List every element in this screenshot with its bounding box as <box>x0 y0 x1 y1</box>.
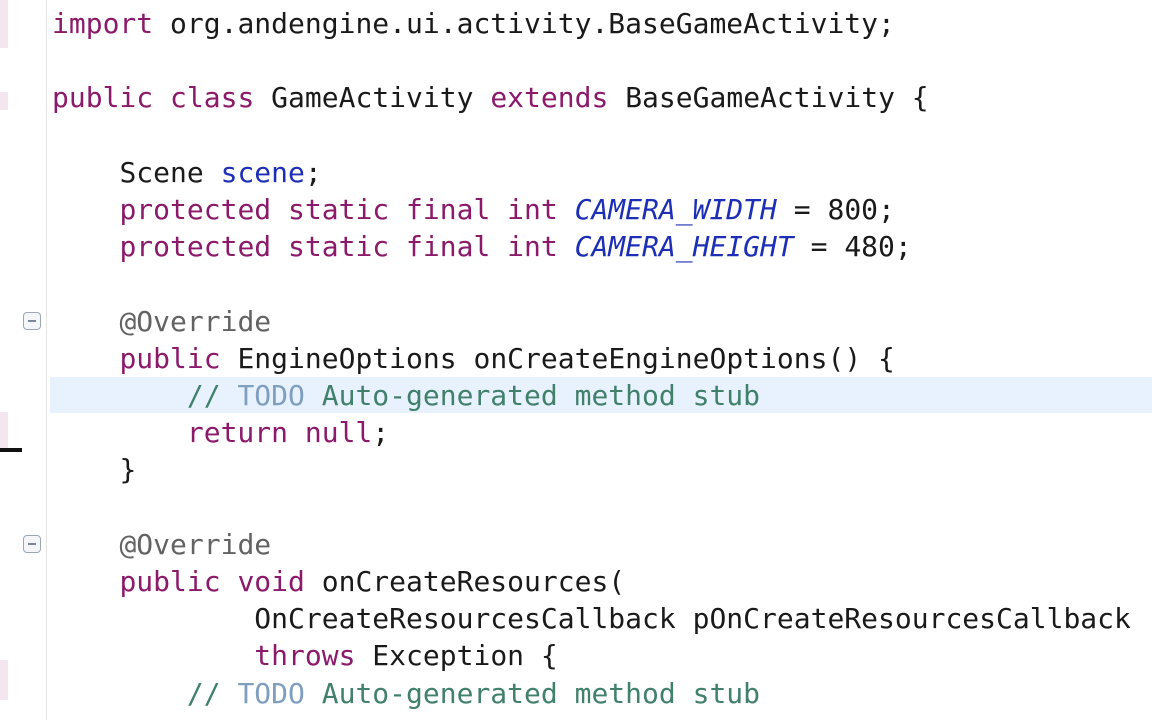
code-line[interactable]: public EngineOptions onCreateEngineOptio… <box>52 341 895 377</box>
code-line[interactable]: // TODO Auto-generated method stub <box>52 378 760 414</box>
code-token: public <box>119 341 221 375</box>
code-token: } <box>119 453 137 487</box>
code-token: onCreateResources( <box>304 565 626 598</box>
ruler-marker <box>0 660 8 700</box>
code-token: ; <box>372 416 390 450</box>
code-token: ; <box>304 155 322 189</box>
ruler-marker <box>0 92 8 110</box>
code-token: TODO <box>237 676 305 710</box>
code-token: org.andengine.ui.activity.BaseGameActivi… <box>153 7 895 40</box>
code-token: = 800; <box>776 193 895 226</box>
code-token: protected static final int <box>119 230 558 264</box>
code-token: GameActivity <box>254 81 491 115</box>
indent <box>52 230 119 263</box>
code-token: import <box>52 7 154 40</box>
code-token: CAMERA_HEIGHT <box>574 230 794 264</box>
code-token: Exception { <box>355 639 558 673</box>
code-token: = 480; <box>793 230 912 264</box>
indent <box>52 639 254 672</box>
code-token: @Override <box>119 304 272 338</box>
code-token <box>558 230 575 263</box>
editor-ruler <box>0 0 47 720</box>
indent <box>52 305 119 338</box>
indent <box>52 379 187 412</box>
code-line[interactable]: import org.andengine.ui.activity.BaseGam… <box>52 6 895 42</box>
indent <box>52 342 119 375</box>
code-token: protected static final int <box>119 193 558 226</box>
code-line[interactable]: return null; <box>52 415 389 451</box>
indent <box>52 453 119 486</box>
code-token <box>558 193 575 226</box>
code-token: // <box>186 676 238 710</box>
code-token: Auto-generated method stub <box>304 676 761 710</box>
code-token: public void <box>119 565 305 598</box>
code-token: BaseGameActivity { <box>608 81 929 115</box>
code-token: throws <box>254 639 356 673</box>
ruler-marker <box>0 412 8 448</box>
indent <box>52 677 187 710</box>
fold-icon[interactable] <box>23 535 41 553</box>
code-token: Auto-generated method stub <box>304 379 761 412</box>
code-line[interactable]: @Override <box>52 304 271 340</box>
code-line[interactable]: } <box>52 452 136 488</box>
code-line[interactable]: Scene scene; <box>52 155 322 191</box>
indent <box>52 565 119 598</box>
code-line[interactable]: public class GameActivity extends BaseGa… <box>52 80 929 116</box>
code-token <box>153 81 170 114</box>
code-token: public <box>52 81 154 115</box>
code-line[interactable]: OnCreateResourcesCallback pOnCreateResou… <box>52 601 1131 637</box>
code-line[interactable]: @Override <box>52 527 271 563</box>
indent <box>52 416 187 449</box>
indent <box>52 602 254 635</box>
code-line[interactable]: protected static final int CAMERA_WIDTH … <box>52 192 895 228</box>
code-token: class <box>170 81 255 115</box>
code-token: return null <box>186 416 373 450</box>
code-line[interactable]: // TODO Auto-generated method stub <box>52 676 760 712</box>
code-token: OnCreateResourcesCallback pOnCreateResou… <box>254 602 1131 636</box>
code-token: scene <box>220 155 305 189</box>
fold-icon[interactable] <box>23 312 41 330</box>
ruler-marker <box>0 0 8 48</box>
cursor-line-marker <box>0 448 22 452</box>
code-token: extends <box>490 81 609 115</box>
code-token: CAMERA_WIDTH <box>574 193 777 226</box>
indent <box>52 528 119 561</box>
code-token: TODO <box>237 379 305 412</box>
code-token: // <box>186 379 238 412</box>
code-token: EngineOptions onCreateEngineOptions() { <box>220 341 895 375</box>
code-line[interactable]: public void onCreateResources( <box>52 564 625 600</box>
code-token: Scene <box>119 155 221 189</box>
code-line[interactable]: protected static final int CAMERA_HEIGHT… <box>52 229 912 265</box>
indent <box>52 156 119 189</box>
current-line-highlight <box>50 377 1152 413</box>
code-line[interactable]: throws Exception { <box>52 638 558 674</box>
indent <box>52 193 119 226</box>
code-token: @Override <box>119 527 272 561</box>
